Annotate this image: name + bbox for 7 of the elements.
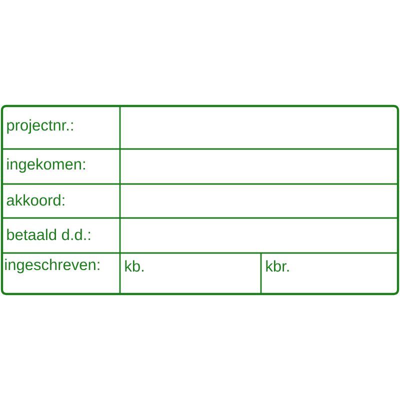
form-label: ingekomen:: [7, 158, 85, 173]
form-label: kb.: [125, 260, 144, 272]
form-label: ingeschreven:: [5, 258, 100, 274]
form-label: betaald d.d.:: [7, 228, 90, 240]
form-label: projectnr.:: [7, 119, 73, 134]
form-label: kbr.: [266, 260, 289, 272]
form-label: akkoord:: [6, 194, 64, 206]
